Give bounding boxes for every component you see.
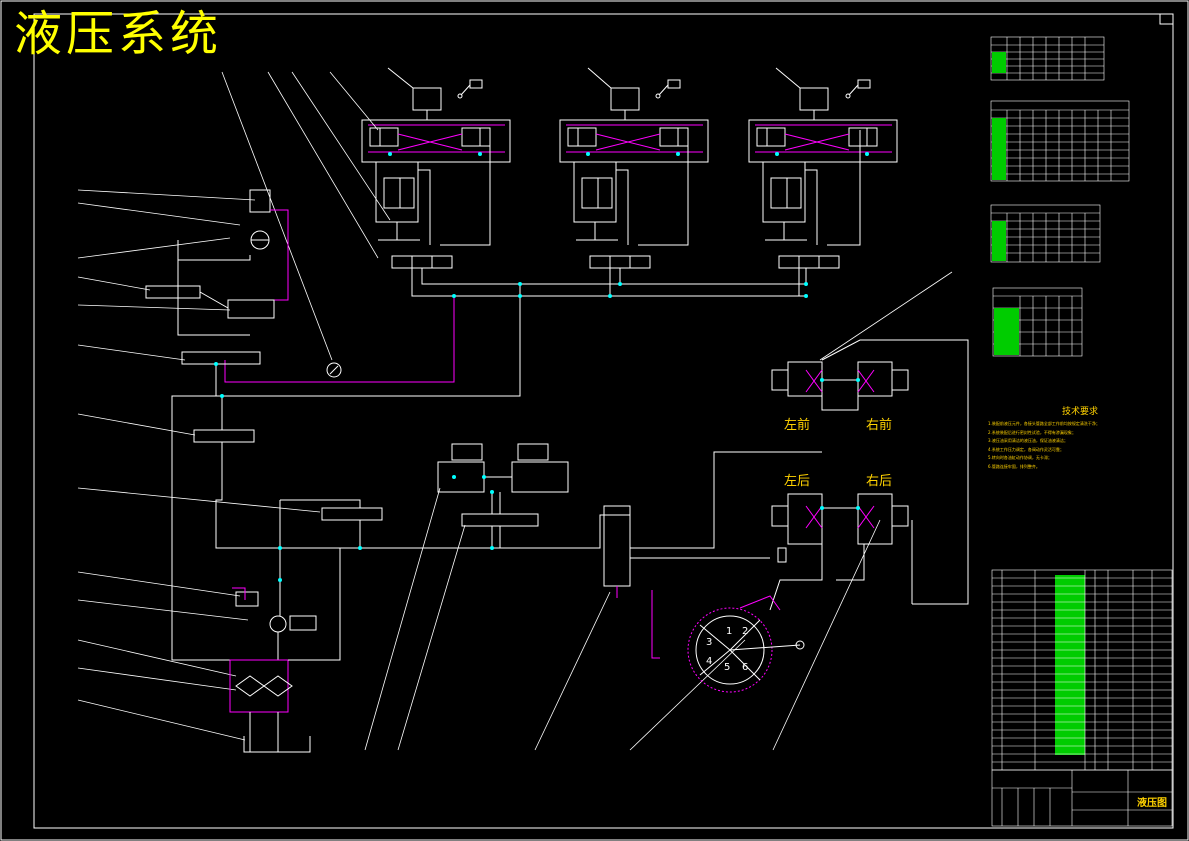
svg-text:5: 5	[724, 662, 730, 673]
steering-cylinders	[769, 339, 969, 611]
left-component-stack	[145, 189, 383, 753]
tech-line: 3.液压油采用清洁的液压油，保证油液清洁；	[988, 438, 1068, 444]
tech-line: 2.系统装配后进行密封性试验，不得有渗漏现象；	[988, 429, 1076, 435]
center-valves	[360, 443, 822, 659]
svg-text:2: 2	[742, 626, 748, 637]
wheel-label-rear-left: 左后	[784, 474, 811, 489]
valve-assembly-center	[559, 67, 709, 269]
table-green-cells	[992, 52, 1085, 755]
junction-nodes	[214, 152, 869, 582]
svg-text:3: 3	[706, 637, 712, 648]
svg-text:6: 6	[742, 662, 748, 673]
tech-line: 5.转向时各油缸动作协调，无卡滞；	[988, 455, 1052, 461]
svg-text:4: 4	[706, 656, 712, 667]
top-manifold-lines	[171, 268, 807, 661]
pressure-gauge-icon	[326, 362, 342, 378]
tech-line: 4.系统工作压力调定，各阀动作灵活可靠；	[988, 446, 1064, 452]
titleblock-drawing-name: 液压图	[1137, 798, 1167, 809]
parameter-tables	[990, 36, 1130, 357]
wheel-label-rear-right: 右后	[866, 474, 893, 489]
wheel-label-front-right: 右前	[866, 418, 893, 433]
wheel-label-front-left: 左前	[784, 418, 811, 433]
drawing-title: 液压系统	[14, 6, 223, 62]
valve-assembly-right	[748, 67, 898, 269]
leader-lines	[77, 71, 953, 751]
inner-frame	[33, 13, 1174, 829]
tech-requirements-heading: 技术要求	[1062, 407, 1099, 417]
title-block	[991, 769, 1173, 827]
tech-line: 6.管路连接牢固，排列整齐。	[988, 463, 1040, 469]
tech-requirements-body: 1.装配前液压元件，各接头管路全部工作前均按规定清洗干净； 2.系统装配后进行密…	[988, 420, 1113, 472]
tech-line: 1.装配前液压元件，各接头管路全部工作前均按规定清洗干净；	[988, 421, 1100, 426]
steering-unit: 3 1 2 4 5 6	[687, 595, 805, 693]
svg-text:1: 1	[726, 626, 732, 637]
valve-assembly-left	[361, 67, 511, 269]
